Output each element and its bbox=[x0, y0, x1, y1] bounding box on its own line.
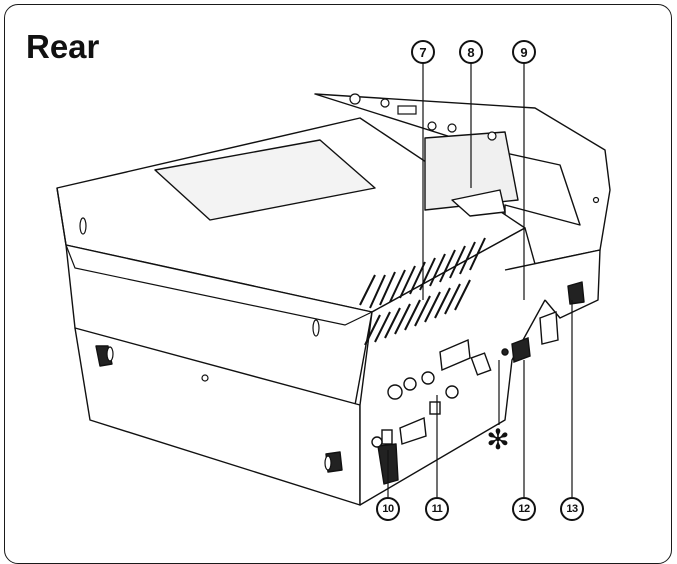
callout-12: 12 bbox=[512, 497, 536, 521]
projector-rear-illustration bbox=[56, 57, 611, 506]
callout-7: 7 bbox=[411, 40, 435, 64]
asterisk-note-marker: ✻ bbox=[486, 423, 510, 456]
callout-13: 13 bbox=[560, 497, 584, 521]
callout-9: 9 bbox=[512, 40, 536, 64]
callout-8: 8 bbox=[459, 40, 483, 64]
callout-10: 10 bbox=[376, 497, 400, 521]
figure-title: Rear bbox=[26, 28, 100, 65]
callout-11: 11 bbox=[425, 497, 449, 521]
